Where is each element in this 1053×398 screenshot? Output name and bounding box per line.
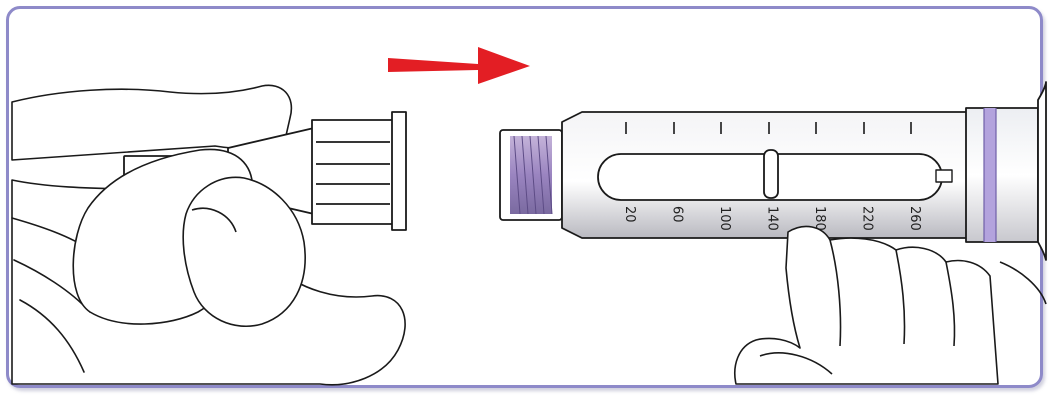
right-hand (734, 225, 1047, 385)
pen-scale-label: 100 (717, 206, 732, 231)
pen-scale-labels: 20 60 100 140 180 220 260 (622, 206, 922, 231)
pen-scale-label: 260 (907, 206, 922, 231)
pen-scale-label: 20 (622, 206, 637, 223)
pen-scale-label: 60 (670, 206, 685, 223)
pen-scale-ticks (625, 122, 912, 134)
pen-scale-label: 220 (860, 206, 875, 231)
direction-arrow-icon (388, 47, 530, 84)
pen-scale-label: 180 (812, 206, 827, 231)
left-thumb (72, 148, 306, 328)
insulin-pen (499, 111, 969, 239)
pen-scale-label: 140 (765, 206, 780, 231)
pen-dial-end (965, 81, 1047, 261)
